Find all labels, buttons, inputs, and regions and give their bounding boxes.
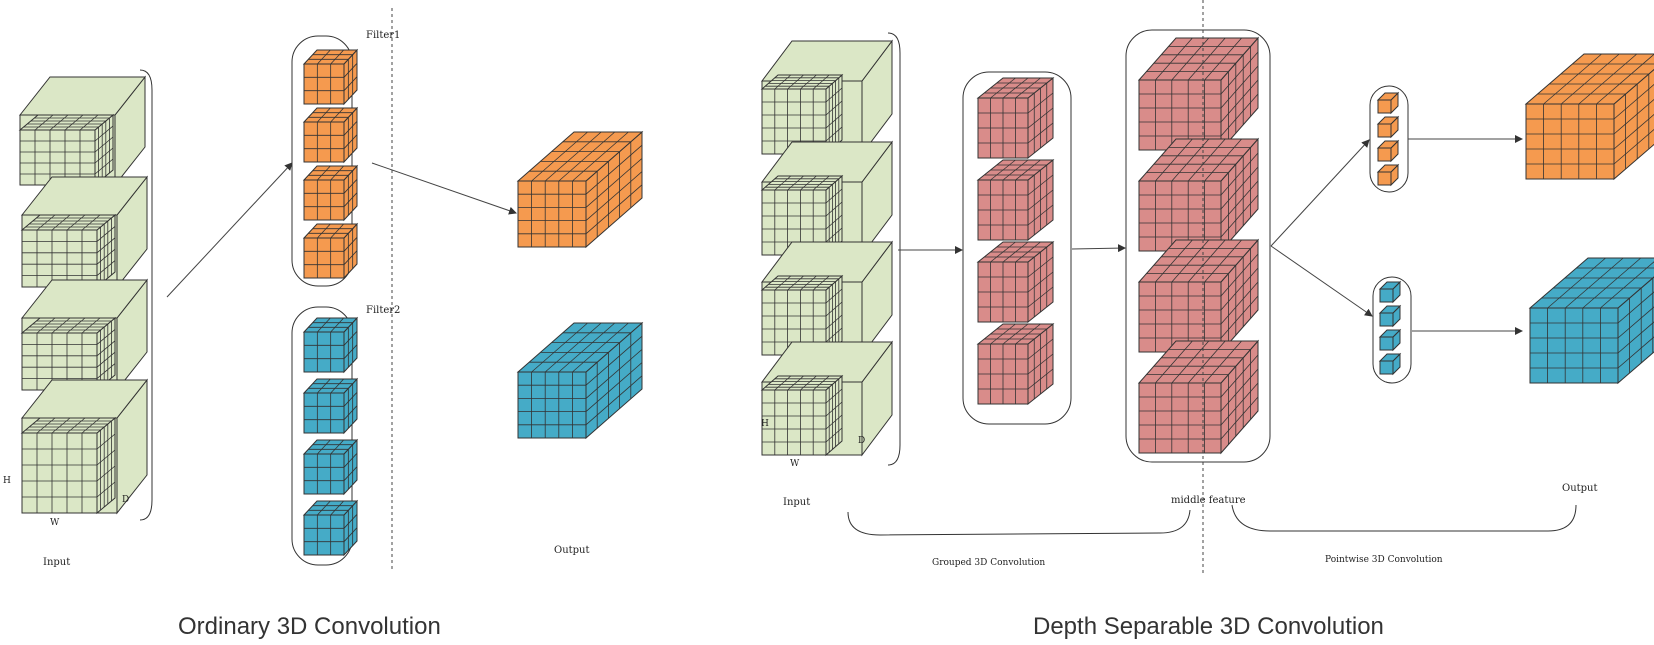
right-input-block: [760, 340, 893, 457]
arrow-middle-pointwise-bottom: [1270, 245, 1373, 317]
left-input-block: [20, 175, 149, 289]
pointwise-cube-orange: [1376, 139, 1400, 163]
grouped-brace: [847, 509, 1191, 536]
pointwise-cube-orange: [1376, 163, 1400, 187]
right-input-block: [760, 39, 893, 156]
right-caption: Depth Separable 3D Convolution: [1033, 613, 1384, 640]
connector-lines: [166, 135, 1577, 536]
left-input-bracket: [139, 69, 153, 521]
arrow-middle-pointwise-top: [1270, 139, 1370, 247]
filter1-cube: [302, 164, 359, 222]
right-output-orange: [1524, 53, 1654, 181]
right-input-stack: [760, 32, 901, 466]
middle-feature-cube: [1137, 238, 1260, 354]
middle-feature-cube: [1137, 137, 1260, 253]
left-h-label: H: [3, 476, 11, 486]
left-filter1-stack: [291, 35, 359, 287]
filter2-cube: [302, 316, 359, 374]
filter1-cube: [302, 106, 359, 164]
pointwise-cube-orange: [1376, 91, 1400, 115]
left-d-label: D: [122, 495, 129, 505]
filter2-cube: [302, 377, 359, 435]
pointwise-brace: [1231, 504, 1577, 532]
pointwise-cube-blue: [1378, 304, 1402, 328]
grouped-kernel-cube: [976, 158, 1055, 242]
pointwise-cube-blue: [1378, 280, 1402, 304]
grouped-conv-label: Grouped 3D Convolution: [932, 558, 1045, 568]
left-caption: Ordinary 3D Convolution: [178, 613, 441, 640]
grouped-kernel-cube: [976, 322, 1055, 406]
pointwise-cube-blue: [1378, 328, 1402, 352]
filter2-cube: [302, 499, 359, 557]
right-d-label: D: [858, 436, 865, 446]
middle-feature-cube: [1137, 339, 1260, 455]
right-input-bracket: [887, 32, 901, 466]
grouped-kernel-cube: [976, 76, 1055, 160]
middle-feature-label: middle feature: [1171, 495, 1246, 506]
right-input-label: Input: [783, 497, 810, 508]
arrow-grouped-middle: [1071, 244, 1126, 253]
right-grouped-kernels: [962, 71, 1072, 425]
left-filter1-pill: [291, 35, 353, 287]
right-middle-feature-stack: [1125, 29, 1271, 463]
pointwise-pill-bottom: [1372, 276, 1412, 384]
left-output-label: Output: [554, 545, 590, 556]
grouped-kernel-pill: [962, 71, 1072, 425]
grouped-kernel-cube: [976, 240, 1055, 324]
right-h-label: H: [761, 419, 769, 429]
pointwise-cube-orange: [1376, 115, 1400, 139]
left-filter2-stack: [291, 306, 359, 566]
left-input-stack: [18, 69, 153, 521]
left-filter1-label: Filter1: [366, 30, 400, 41]
middle-feature-pill: [1125, 29, 1271, 463]
left-input-block: [20, 378, 149, 515]
filter1-cube: [302, 222, 359, 280]
left-filter2-pill: [291, 306, 353, 566]
filter1-cube: [302, 48, 359, 106]
left-filter2-label: Filter2: [366, 305, 400, 316]
right-w-label: W: [790, 459, 800, 469]
right-input-block: [760, 140, 893, 257]
right-pointwise-kernels: [1369, 85, 1412, 384]
right-input-block: [760, 240, 893, 357]
left-w-label: W: [50, 518, 60, 528]
left-arrow-input-filter: [166, 162, 293, 298]
right-output-cubes: [1524, 53, 1654, 385]
right-output-label: Output: [1562, 483, 1598, 494]
middle-feature-cube: [1137, 36, 1260, 152]
pointwise-cube-blue: [1378, 352, 1402, 376]
left-input-label: Input: [43, 557, 70, 568]
left-output-blue: [516, 321, 644, 440]
right-output-blue: [1528, 257, 1654, 385]
left-input-block: [20, 278, 149, 392]
left-output-orange: [516, 130, 644, 249]
pointwise-conv-label: Pointwise 3D Convolution: [1325, 555, 1443, 565]
left-output-cubes: [516, 130, 644, 440]
filter2-cube: [302, 438, 359, 496]
left-input-block: [18, 75, 147, 187]
left-arrow-filter-output: [371, 162, 517, 215]
